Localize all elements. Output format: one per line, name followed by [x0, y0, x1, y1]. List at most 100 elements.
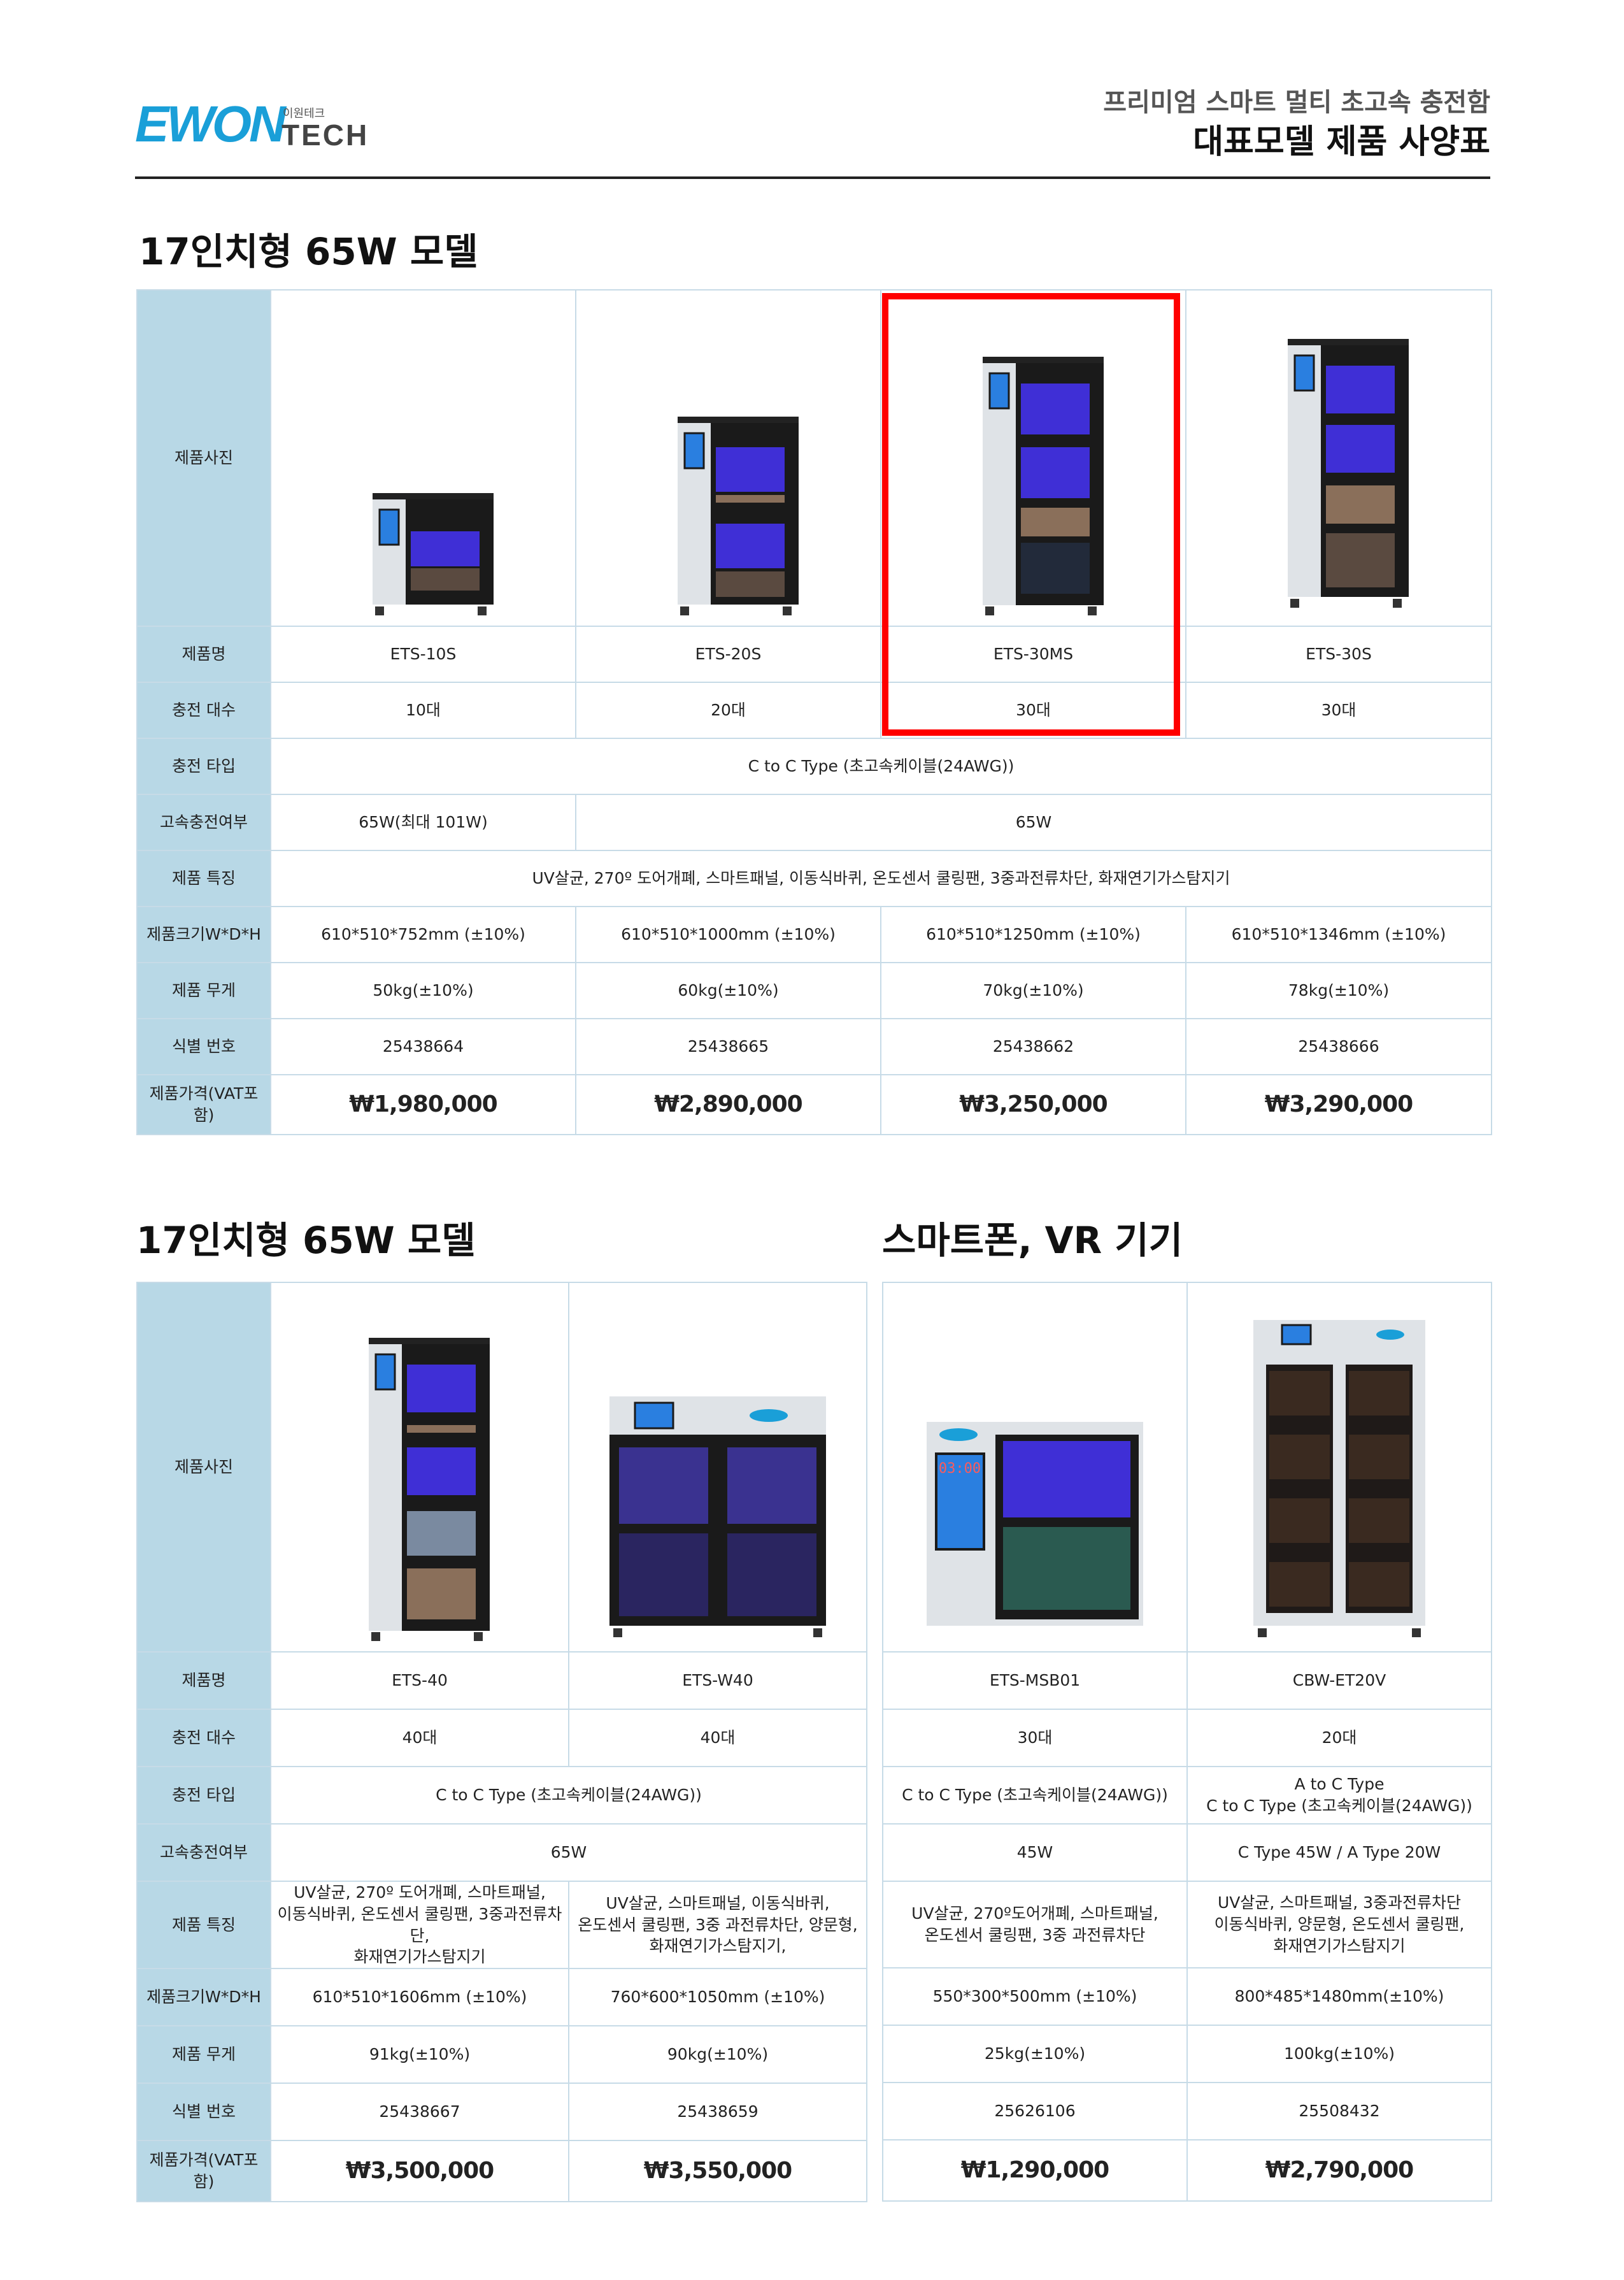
- cabinet-image: [1288, 339, 1409, 608]
- table-row: 45W C Type 45W / A Type 20W: [882, 1823, 1492, 1882]
- table-row: 제품크기W*D*H 610*510*752mm (±10%) 610*510*1…: [136, 906, 1492, 963]
- table-row: 충전 대수 40대 40대: [136, 1709, 867, 1767]
- table-row: 충전 타입 C to C Type (초고속케이블(24AWG)): [136, 738, 1492, 795]
- cabinet-image: [369, 1338, 490, 1641]
- cabinet-image: [372, 493, 494, 615]
- row-label: 고속충전여부: [136, 1823, 271, 1882]
- product-size: 610*510*752mm (±10%): [270, 906, 576, 963]
- fast-charge: 65W: [270, 1823, 867, 1882]
- feature-line: UV살균, 스마트패널, 이동식바퀴,: [606, 1893, 830, 1912]
- spec-table-section1: 제품사진: [136, 289, 1492, 1135]
- spec-table-section3: 03:00: [882, 1282, 1492, 2202]
- table-row: 25kg(±10%) 100kg(±10%): [882, 2025, 1492, 2083]
- product-id: 25438664: [270, 1018, 576, 1075]
- product-features: UV살균, 270º 도어개폐, 스마트패널, 이동식바퀴, 온도센서 쿨링팬,…: [270, 1881, 569, 1969]
- product-size: 800*485*1480mm(±10%): [1186, 1967, 1492, 2026]
- cabinet-image: [677, 417, 799, 615]
- product-price: ₩3,290,000: [1185, 1074, 1492, 1135]
- logo-small-text: 이원테크: [283, 107, 325, 120]
- row-label: 제품사진: [136, 1282, 271, 1653]
- table-row: 제품가격(VAT포함) ₩1,980,000 ₩2,890,000 ₩3,250…: [136, 1074, 1492, 1135]
- cabinet-image: [982, 357, 1104, 615]
- feature-line: 이동식바퀴, 온도센서 쿨링팬, 3중과전류차단,: [277, 1904, 562, 1945]
- table-row: 제품사진: [136, 289, 1492, 627]
- section2-title: 17인치형 65W 모델: [136, 1219, 476, 1262]
- product-weight: 25kg(±10%): [882, 2025, 1188, 2083]
- table-row: 제품 무게 91kg(±10%) 90kg(±10%): [136, 2025, 867, 2084]
- table-row: ETS-MSB01 CBW-ET20V: [882, 1651, 1492, 1710]
- table-row: 충전 타입 C to C Type (초고속케이블(24AWG)): [136, 1766, 867, 1825]
- row-label: 제품 무게: [136, 962, 271, 1019]
- type-line: A to C Type: [1294, 1775, 1385, 1794]
- product-price: ₩2,890,000: [575, 1074, 881, 1135]
- table-row: 충전 대수 10대 20대 30대 30대: [136, 682, 1492, 739]
- product-name: ETS-30MS: [880, 626, 1186, 683]
- product-photo-cbw-et20v: [1186, 1282, 1492, 1653]
- feature-line: 온도센서 쿨링팬, 3중 과전류차단, 양문형,: [578, 1915, 858, 1934]
- row-label: 제품 특징: [136, 850, 271, 907]
- product-id: 25438665: [575, 1018, 881, 1075]
- row-label: 고속충전여부: [136, 794, 271, 851]
- product-size: 610*510*1250mm (±10%): [880, 906, 1186, 963]
- product-photo-ets-30ms: [880, 289, 1186, 627]
- charge-count: 10대: [270, 682, 576, 739]
- product-weight: 90kg(±10%): [568, 2025, 867, 2084]
- row-label: 충전 대수: [136, 682, 271, 739]
- fast-charge: 45W: [882, 1823, 1188, 1882]
- product-features: UV살균, 270º도어개폐, 스마트패널, 온도센서 쿨링팬, 3중 과전류차…: [882, 1881, 1188, 1968]
- row-label: 제품크기W*D*H: [136, 1968, 271, 2026]
- table-row: 550*300*500mm (±10%) 800*485*1480mm(±10%…: [882, 1967, 1492, 2026]
- row-label: 제품 특징: [136, 1881, 271, 1969]
- feature-line: 화재연기가스탐지기,: [649, 1937, 787, 1956]
- header-title: 대표모델 제품 사양표: [1193, 123, 1490, 161]
- product-id: 25626106: [882, 2082, 1188, 2140]
- feature-line: 화재연기가스탐지기: [353, 1947, 486, 1967]
- product-photo-ets-msb01: 03:00: [882, 1282, 1188, 1653]
- cabinet-image: [609, 1396, 826, 1637]
- product-name: ETS-40: [270, 1651, 569, 1710]
- product-weight: 70kg(±10%): [880, 962, 1186, 1019]
- table-row: 제품 특징 UV살균, 270º 도어개폐, 스마트패널, 이동식바퀴, 온도센…: [136, 1881, 867, 1969]
- row-label: 제품가격(VAT포함): [136, 1074, 271, 1135]
- product-weight: 78kg(±10%): [1185, 962, 1492, 1019]
- section3-title: 스마트폰, VR 기기: [882, 1219, 1183, 1262]
- product-name: ETS-20S: [575, 626, 881, 683]
- feature-line: UV살균, 270º 도어개폐, 스마트패널,: [294, 1883, 546, 1902]
- product-features: UV살균, 스마트패널, 이동식바퀴, 온도센서 쿨링팬, 3중 과전류차단, …: [568, 1881, 867, 1969]
- product-price: ₩1,980,000: [270, 1074, 576, 1135]
- product-id: 25438662: [880, 1018, 1186, 1075]
- charge-type: C to C Type (초고속케이블(24AWG)): [882, 1766, 1188, 1825]
- charge-count: 40대: [270, 1709, 569, 1767]
- product-size: 760*600*1050mm (±10%): [568, 1968, 867, 2026]
- row-label: 제품 무게: [136, 2025, 271, 2084]
- table-row: 고속충전여부 65W(최대 101W) 65W: [136, 794, 1492, 851]
- row-label: 충전 타입: [136, 1766, 271, 1825]
- product-price: ₩1,290,000: [882, 2139, 1188, 2202]
- product-name: ETS-MSB01: [882, 1651, 1188, 1710]
- row-label: 제품명: [136, 626, 271, 683]
- table-row: 식별 번호 25438667 25438659: [136, 2083, 867, 2141]
- product-price: ₩3,550,000: [568, 2140, 867, 2202]
- type-line: C to C Type (초고속케이블(24AWG)): [1206, 1796, 1472, 1815]
- charge-count: 40대: [568, 1709, 867, 1767]
- cabinet-image: [1253, 1320, 1425, 1637]
- charge-count: 20대: [575, 682, 881, 739]
- table-row: 30대 20대: [882, 1709, 1492, 1767]
- fast-charge: 65W: [575, 794, 1492, 851]
- table-row: 제품크기W*D*H 610*510*1606mm (±10%) 760*600*…: [136, 1968, 867, 2026]
- fast-charge: 65W(최대 101W): [270, 794, 576, 851]
- product-id: 25438666: [1185, 1018, 1492, 1075]
- product-price: ₩2,790,000: [1186, 2139, 1492, 2202]
- charge-type: C to C Type (초고속케이블(24AWG)): [270, 738, 1492, 795]
- logo-tech-text: TECH: [281, 118, 369, 152]
- table-row: C to C Type (초고속케이블(24AWG)) A to C Type …: [882, 1766, 1492, 1825]
- row-label: 제품크기W*D*H: [136, 906, 271, 963]
- cabinet-image: 03:00: [927, 1422, 1143, 1626]
- table-row: UV살균, 270º도어개폐, 스마트패널, 온도센서 쿨링팬, 3중 과전류차…: [882, 1881, 1492, 1968]
- table-row: 식별 번호 25438664 25438665 25438662 2543866…: [136, 1018, 1492, 1075]
- product-name: ETS-10S: [270, 626, 576, 683]
- charge-count: 30대: [882, 1709, 1188, 1767]
- product-photo-ets-10s: [270, 289, 576, 627]
- screen-time: 03:00: [939, 1461, 981, 1477]
- table-row: ₩1,290,000 ₩2,790,000: [882, 2139, 1492, 2202]
